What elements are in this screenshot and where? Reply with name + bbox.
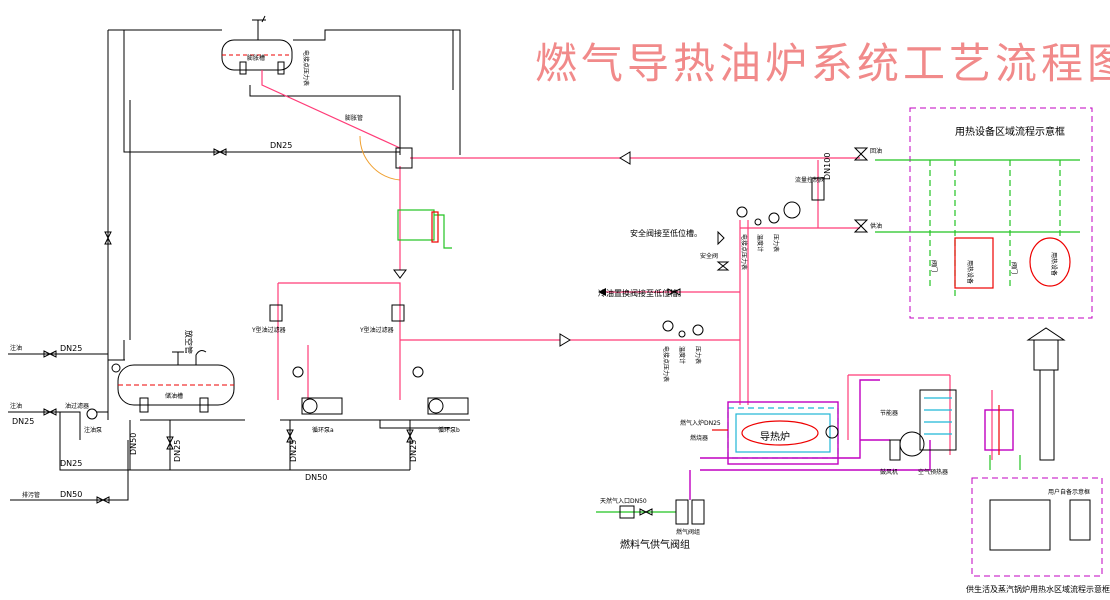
air-preheater-label: 空气预热器 <box>918 468 948 476</box>
safety-valve-note: 安全阀接至低位槽。 <box>630 228 702 238</box>
y-filter-a-label: Y型油过滤器 <box>251 326 286 334</box>
storage-tank-label: 储油槽 <box>165 392 183 400</box>
safety-valve-label: 安全阀 <box>700 252 718 260</box>
pipe-dn50-bottom: DN50 <box>305 473 327 482</box>
pipe-dn25-top: DN25 <box>270 141 292 150</box>
elec-contact-top: 电接点压力表 <box>302 50 310 86</box>
fuel-valve-group: 天然气入口DN50 燃气阀组 燃料气供气阀组 <box>596 470 705 551</box>
left-piping <box>8 29 470 504</box>
expansion-tank: 膨胀槽 <box>221 15 293 75</box>
expansion-pipe-label: 膨胀管 <box>345 114 363 122</box>
pipe-dn50-drain: DN50 <box>60 490 82 499</box>
pipe-dn25-left2: DN25 <box>12 417 34 426</box>
gas-dn50-label: 天然气入口DN50 <box>600 497 647 505</box>
gas-dn25-label: 燃气入炉DN25 <box>680 419 721 427</box>
return-oil-label: 回油 <box>870 147 882 155</box>
valve-gate-2: 阀门 <box>1010 262 1018 274</box>
cold-oil-note: 冷油置换阀接至低位槽。 <box>598 288 686 298</box>
drain-pipe-label: 排污管 <box>22 491 40 499</box>
gauge-pump-b <box>412 366 424 378</box>
air-preheater: 空气预热器 <box>918 389 957 476</box>
user-box-title: 用热设备区域流程示意框 <box>955 125 1065 138</box>
gauge-pump-a <box>292 366 304 378</box>
pipe-dn100: DN100 <box>823 153 832 180</box>
pipe-dn25-left1: DN25 <box>60 344 82 353</box>
diagram-title: 燃气导热油炉系统工艺流程图 <box>535 39 1110 88</box>
elec-contact-label-2: 电接点压力表 <box>662 346 670 382</box>
filter-rack <box>397 209 452 249</box>
fuel-valve-group-label: 燃料气供气阀组 <box>620 538 690 551</box>
oil-pump-icon <box>86 408 98 420</box>
press-label-2: 压力表 <box>694 346 702 364</box>
pipe-dn25-bottom-left: DN25 <box>60 459 82 468</box>
flow-ctrl-label: 流量控制阀 <box>795 176 825 184</box>
storage-tank: 储油槽 <box>111 350 235 413</box>
user-equip-1-label: 用热设备 <box>966 260 974 284</box>
pipe-dn25-v2: DN25 <box>289 440 298 462</box>
valve-group-label: 燃气阀组 <box>676 528 700 536</box>
water-box: 用户自备示意框 供生活及蒸汽锅炉用热水区域流程示意框 <box>966 477 1110 594</box>
pipe-dn25-v3: DN25 <box>409 440 418 462</box>
thermo-label-1: 温度计 <box>756 234 764 252</box>
pump-b <box>427 397 469 415</box>
heater-label: 导热炉 <box>760 430 790 443</box>
vent-label: 放空管 <box>184 330 194 354</box>
oil-pump-label: 注油泵 <box>84 426 102 434</box>
user-equip-2-label: 用热设备 <box>1050 252 1058 276</box>
y-filter-b-label: Y型油过滤器 <box>359 326 394 334</box>
pump-a-label: 循环泵a <box>312 426 334 434</box>
separator-icon <box>395 147 413 169</box>
flow-ctrl-icon <box>811 177 825 201</box>
elec-contact-label-1: 电接点压力表 <box>740 234 748 270</box>
pipe-dn50-vert: DN50 <box>129 433 138 455</box>
economizer-label: 节能器 <box>880 409 898 417</box>
user-equipment-box: 用热设备区域流程示意框 用热设备 用热设备 阀门 阀门 <box>875 107 1093 319</box>
water-box-title: 供生活及蒸汽锅炉用热水区域流程示意框 <box>966 584 1110 594</box>
pipe-dn25-v1: DN25 <box>173 440 182 462</box>
gauge-main <box>783 201 801 219</box>
supply-oil-label: 供油 <box>870 222 882 230</box>
oil-filter-label: 油过滤器 <box>65 402 89 410</box>
chimney <box>1026 327 1066 461</box>
water-box-inner-label: 用户自备示意框 <box>1048 488 1090 496</box>
thermo-label-2: 温度计 <box>678 346 686 364</box>
press-label-1: 压力表 <box>772 234 780 252</box>
expansion-tank-label: 膨胀槽 <box>247 54 265 62</box>
pump-a <box>301 397 343 415</box>
heater: 导热炉 <box>727 401 839 465</box>
fill-oil-label-2: 注油 <box>10 402 22 410</box>
heat-exchanger <box>984 405 1014 455</box>
y-filter-b-icon <box>391 304 405 322</box>
air-fan-label: 鼓风机 <box>880 468 898 476</box>
y-filter-a-icon <box>269 304 283 322</box>
air-fan: 鼓风机 <box>880 431 925 476</box>
pump-b-label: 循环泵b <box>438 426 460 434</box>
burner-label: 燃烧器 <box>690 434 708 442</box>
valve-gate-1: 阀门 <box>930 260 938 272</box>
fill-oil-label: 注油 <box>10 344 22 352</box>
